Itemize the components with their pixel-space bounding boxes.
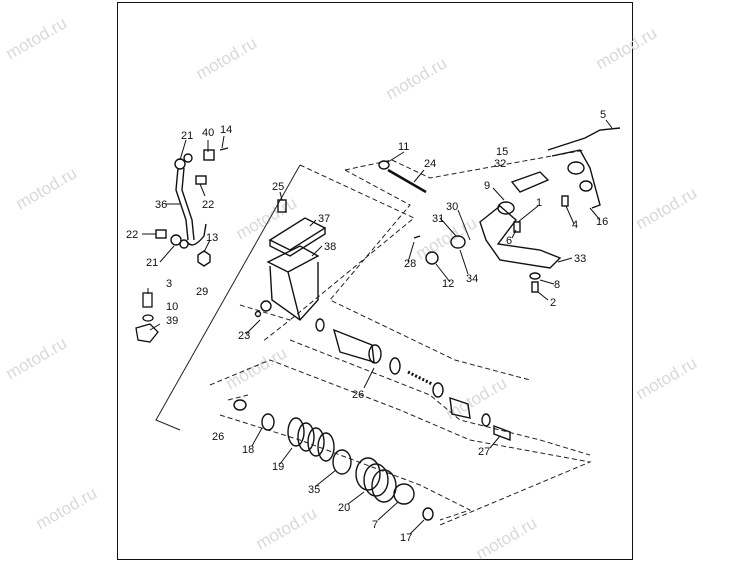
label-10: 10 (166, 301, 178, 313)
label-20: 20 (338, 502, 350, 514)
label-5: 5 (600, 109, 606, 121)
label-6: 6 (506, 235, 512, 247)
label-21b: 21 (146, 257, 158, 269)
svg-text:motod.ru: motod.ru (223, 343, 291, 393)
label-11: 11 (398, 141, 409, 153)
svg-text:motod.ru: motod.ru (383, 53, 451, 103)
label-26a: 26 (352, 389, 364, 401)
label-36: 36 (155, 199, 167, 211)
assembly-brace-29 (155, 164, 301, 431)
watermark-layer: motod.ru motod.ru motod.ru motod.ru moto… (3, 13, 701, 563)
label-13: 13 (206, 232, 218, 244)
label-14: 14 (220, 124, 232, 136)
mounting-hardware (135, 292, 159, 343)
label-17: 17 (400, 532, 412, 544)
piston-assembly (315, 318, 511, 442)
label-31: 31 (432, 213, 444, 225)
label-25: 25 (272, 181, 284, 193)
diagram-frame (117, 2, 633, 560)
label-4: 4 (572, 219, 578, 231)
label-7: 7 (372, 519, 378, 531)
label-2: 2 (550, 297, 556, 309)
label-29: 29 (196, 286, 208, 298)
svg-text:motod.ru: motod.ru (633, 353, 701, 403)
assembly-outlines (209, 149, 592, 526)
label-32: 32 (494, 158, 506, 170)
spring-boot-assembly (233, 399, 434, 521)
svg-text:motod.ru: motod.ru (253, 503, 321, 553)
svg-text:motod.ru: motod.ru (473, 513, 541, 563)
label-38: 38 (324, 241, 336, 253)
part-labels: 21 40 14 36 22 22 13 21 3 29 10 39 25 37… (126, 109, 608, 544)
label-9: 9 (484, 180, 490, 192)
label-16: 16 (596, 216, 608, 228)
svg-text:motod.ru: motod.ru (593, 23, 661, 73)
label-26b: 26 (212, 431, 224, 443)
svg-text:motod.ru: motod.ru (413, 213, 481, 263)
label-37: 37 (318, 213, 330, 225)
label-15: 15 (496, 146, 508, 158)
label-19: 19 (272, 461, 284, 473)
label-3: 3 (166, 278, 172, 290)
label-22b: 22 (126, 229, 138, 241)
label-27: 27 (478, 446, 490, 458)
label-1: 1 (536, 197, 542, 209)
label-30: 30 (446, 201, 458, 213)
label-35: 35 (308, 484, 320, 496)
label-40: 40 (202, 127, 214, 139)
label-39: 39 (166, 315, 178, 327)
label-21a: 21 (181, 130, 193, 142)
svg-text:motod.ru: motod.ru (233, 193, 301, 243)
leader-lines (142, 119, 613, 535)
svg-text:motod.ru: motod.ru (3, 13, 71, 63)
label-23: 23 (238, 330, 250, 342)
svg-text:motod.ru: motod.ru (3, 333, 71, 383)
label-28: 28 (404, 258, 416, 270)
label-33: 33 (574, 253, 586, 265)
label-12: 12 (442, 278, 454, 290)
svg-text:motod.ru: motod.ru (13, 163, 81, 213)
svg-text:motod.ru: motod.ru (193, 33, 261, 83)
svg-text:motod.ru: motod.ru (33, 483, 101, 533)
label-34: 34 (466, 273, 478, 285)
brake-pedal-assembly (378, 127, 621, 293)
label-8: 8 (554, 279, 560, 291)
label-18: 18 (242, 444, 254, 456)
label-24: 24 (424, 158, 436, 170)
label-22a: 22 (202, 199, 214, 211)
svg-text:motod.ru: motod.ru (633, 183, 701, 233)
